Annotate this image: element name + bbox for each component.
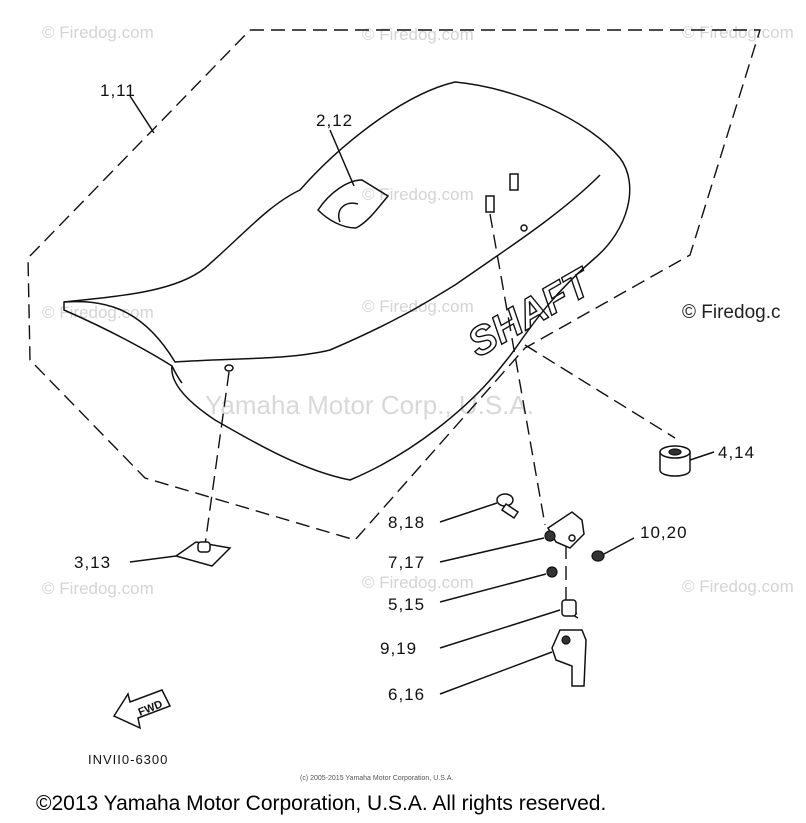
small-copyright: (c) 2005-2015 Yamaha Motor Corporation, … [300, 775, 453, 782]
callout-label: 2,12 [316, 111, 353, 130]
seat-bracket-part [174, 541, 232, 567]
guide-line [489, 213, 546, 526]
footer-copyright: ©2013 Yamaha Motor Corporation, U.S.A. A… [36, 792, 606, 815]
callout-label: 8,18 [388, 513, 425, 532]
watermark-center: Yamaha Motor Corp., U.S.A. [205, 390, 534, 420]
seat-strap-loop [338, 202, 359, 223]
guide-line [204, 371, 230, 546]
seat-crease [171, 365, 183, 384]
diagram-code: INVII0-6300 [88, 752, 168, 767]
callout-label: 4,14 [718, 443, 755, 462]
callout-label: 7,17 [388, 553, 425, 572]
seat-hole [224, 364, 234, 372]
watermark: © Firedog.com [362, 185, 474, 204]
watermark: © Firedog.com [682, 23, 794, 42]
watermark-right: © Firedog.c [682, 302, 780, 323]
seat-hook-part [551, 629, 587, 687]
callout-label: 1,11 [100, 81, 136, 100]
callout-label: 3,13 [74, 553, 111, 572]
watermark: © Firedog.com [42, 303, 154, 322]
leader-lines [129, 95, 715, 695]
forward-arrow-icon: FWD [112, 689, 172, 730]
watermark: © Firedog.com [42, 23, 154, 42]
seat-strap [317, 179, 390, 229]
collar-part [546, 566, 558, 578]
seat: SHAFT [63, 81, 631, 481]
bolt-part [496, 493, 520, 520]
assembly-boundary [27, 29, 761, 541]
watermark: © Firedog.com [362, 573, 474, 592]
lock-lever-part [544, 511, 585, 549]
callout-label: 5,15 [388, 595, 425, 614]
seat-inner-edge [63, 174, 601, 363]
nut-part [591, 550, 605, 562]
watermark: © Firedog.com [362, 25, 474, 44]
seat-hole [520, 224, 528, 232]
watermark: © Firedog.com [682, 577, 794, 596]
watermark: © Firedog.com [42, 579, 154, 598]
callout-label: 9,19 [380, 639, 417, 658]
seat-bolt [509, 173, 519, 191]
spring-part [561, 599, 579, 619]
seat-bolt [485, 195, 495, 213]
seat-outline [63, 81, 631, 481]
damper-part [659, 445, 691, 477]
guide-line [524, 344, 676, 439]
callout-label: 10,20 [640, 523, 688, 542]
watermark-layer: © Firedog.com © Firedog.com © Firedog.co… [42, 23, 794, 598]
seat-shaft-lettering: SHAFT [461, 259, 602, 366]
callout-label: 6,16 [388, 685, 425, 704]
